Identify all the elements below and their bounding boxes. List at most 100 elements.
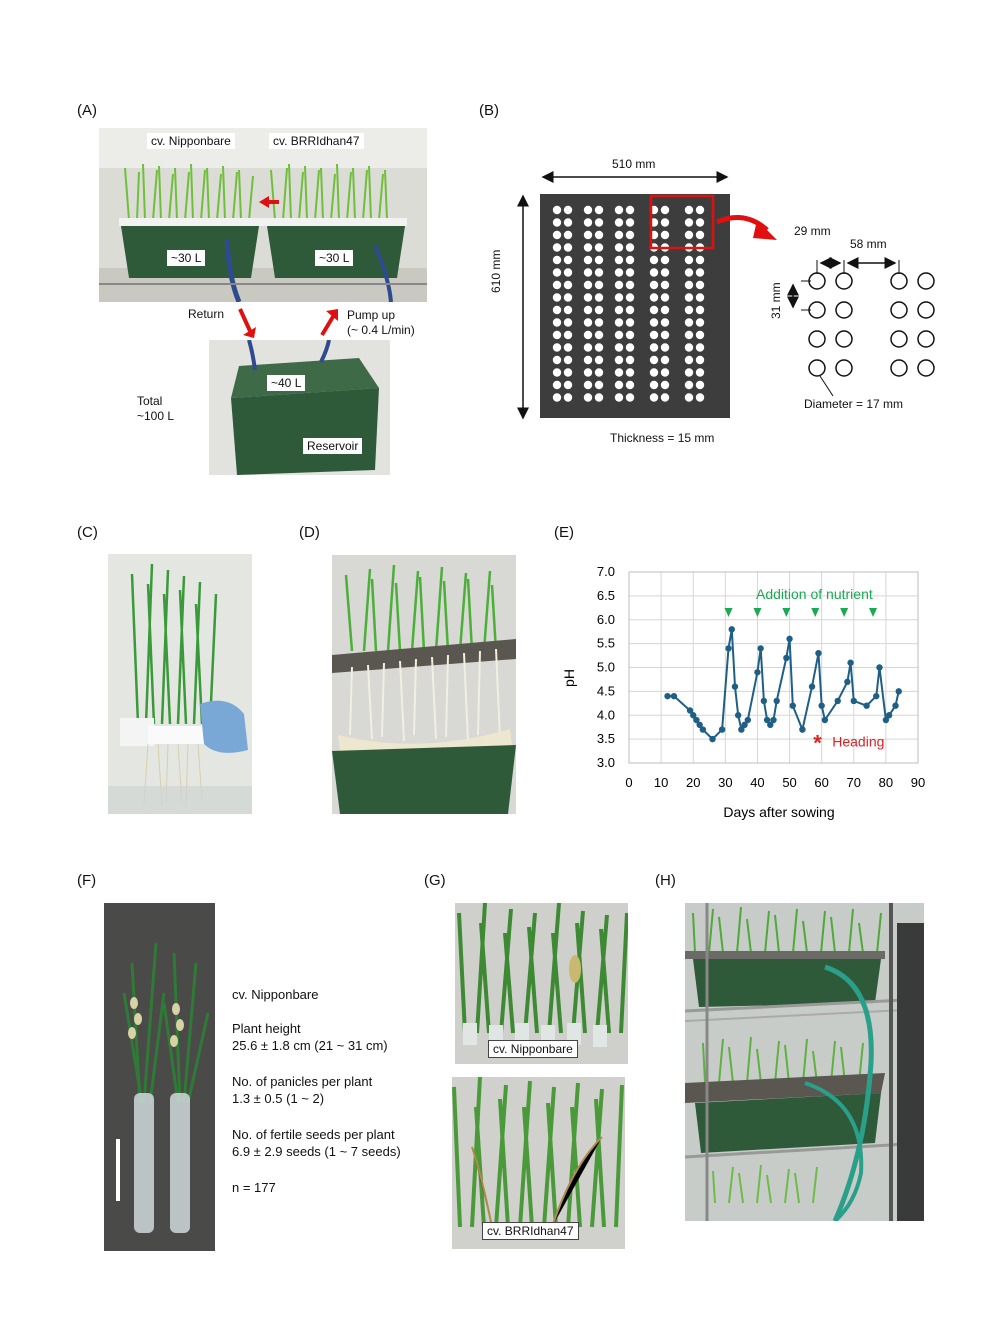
ph-data-point [815, 649, 822, 657]
panel-b-thickness-label: Thickness = 15 mm [610, 431, 715, 445]
plate-hole [594, 205, 604, 215]
plate-hole [614, 318, 624, 327]
y-tick-label: 4.0 [597, 707, 615, 722]
plate-hole [594, 280, 604, 290]
ph-data-point [821, 716, 829, 724]
plate-hole [552, 330, 562, 340]
plate-hole [583, 218, 593, 227]
panel-b-pitch-small: 29 mm [794, 224, 831, 238]
plate-hole [563, 393, 573, 402]
panel-a-nipponbare-tag: cv. Nipponbare [147, 133, 235, 149]
panel-a-left-volume: ~30 L [167, 250, 206, 266]
plate-hole [695, 343, 705, 352]
plate-hole [625, 280, 635, 290]
plate-hole [649, 368, 659, 377]
panel-a-return-label: Return [188, 307, 225, 321]
plate-hole [625, 330, 635, 340]
ph-data-point [767, 721, 774, 728]
plate-hole [625, 255, 635, 265]
plate-hole [649, 318, 659, 327]
ph-data-point [754, 669, 761, 676]
ph-data-point [718, 726, 726, 733]
plate-hole [563, 268, 573, 277]
ph-data-point [773, 697, 780, 705]
ph-data-point [892, 702, 899, 709]
plate-hole [563, 305, 573, 315]
ph-data-point [731, 683, 739, 690]
panel-b-diameter-label: Diameter = 17 mm [804, 397, 904, 411]
ph-data-point [693, 716, 700, 724]
plate-hole [695, 305, 705, 315]
plate-hole [563, 330, 573, 340]
plate-hole [649, 343, 659, 352]
plate-hole [614, 218, 624, 227]
ph-data-point [728, 626, 735, 633]
plate-hole [614, 330, 624, 340]
plate-hole [563, 343, 573, 352]
plate-hole [684, 305, 694, 315]
plate-hole [695, 205, 705, 215]
plate-hole [614, 268, 624, 277]
ph-data-point [873, 692, 880, 700]
plate-hole [660, 230, 670, 240]
plate-hole [583, 255, 593, 265]
panel-a-label: (A) [77, 102, 97, 119]
x-axis-title: Days after sowing [723, 804, 834, 820]
plate-hole [660, 305, 670, 315]
plot-frame [628, 571, 919, 764]
ph-data-point [876, 664, 883, 671]
panel-g-brri-photo: cv. BRRIdhan47 [452, 1077, 625, 1249]
plate-hole [684, 355, 694, 365]
plate-hole [695, 380, 705, 390]
plate-hole [660, 355, 670, 365]
panel-a-pump-line1: Pump up [347, 308, 396, 322]
x-tick-label: 30 [718, 775, 732, 790]
panel-f-panicles-title: No. of panicles per plant [232, 1074, 373, 1089]
panel-c-seedling-photo [108, 554, 252, 814]
x-tick-label: 50 [782, 775, 796, 790]
panel-h-rack-photo [685, 903, 924, 1221]
plate-hole [649, 305, 659, 315]
plate-hole [684, 318, 694, 327]
plate-hole [614, 255, 624, 265]
panel-f-height-value: 25.6 ± 1.8 cm (21 ~ 31 cm) [232, 1038, 388, 1053]
plate-hole [695, 318, 705, 327]
heading-asterisk: * [813, 731, 822, 756]
plate-hole [614, 368, 624, 377]
plate-hole [660, 330, 670, 340]
plate-hole [552, 230, 562, 240]
panel-g-label: (G) [424, 872, 446, 889]
x-tick-label: 0 [625, 775, 632, 790]
x-tick-label: 60 [814, 775, 828, 790]
y-tick-label: 6.5 [597, 588, 615, 603]
plate-hole [649, 393, 659, 402]
plate-hole [684, 230, 694, 240]
ph-data-point [799, 726, 806, 733]
panel-a-flow-arrows [238, 308, 338, 338]
heading-annotation: Heading [832, 734, 884, 750]
ph-series-line [667, 629, 900, 741]
plate-hole [583, 293, 593, 302]
x-tick-label: 40 [750, 775, 764, 790]
ph-data-point [885, 712, 893, 719]
plate-hole [695, 368, 705, 377]
panel-f-cultivar: cv. Nipponbare [232, 987, 319, 1002]
ph-data-point [664, 692, 671, 700]
y-tick-label: 6.0 [597, 612, 615, 627]
plate-hole [684, 205, 694, 215]
nutrient-marker [811, 608, 820, 617]
plate-hole [695, 330, 705, 340]
plate-hole [583, 318, 593, 327]
plate-hole [625, 318, 635, 327]
nutrient-marker [782, 608, 791, 617]
plate-hole [695, 255, 705, 265]
plate-hole [583, 305, 593, 315]
plate-hole [649, 330, 659, 340]
plate-hole [552, 205, 562, 215]
panel-a-system-photo: cv. Nipponbare cv. BRRIdhan47 ~30 L ~30 … [99, 128, 427, 302]
plate-hole [594, 393, 604, 402]
ph-data-point [847, 659, 854, 666]
panel-c-label: (C) [77, 524, 98, 541]
plate-hole [614, 355, 624, 365]
